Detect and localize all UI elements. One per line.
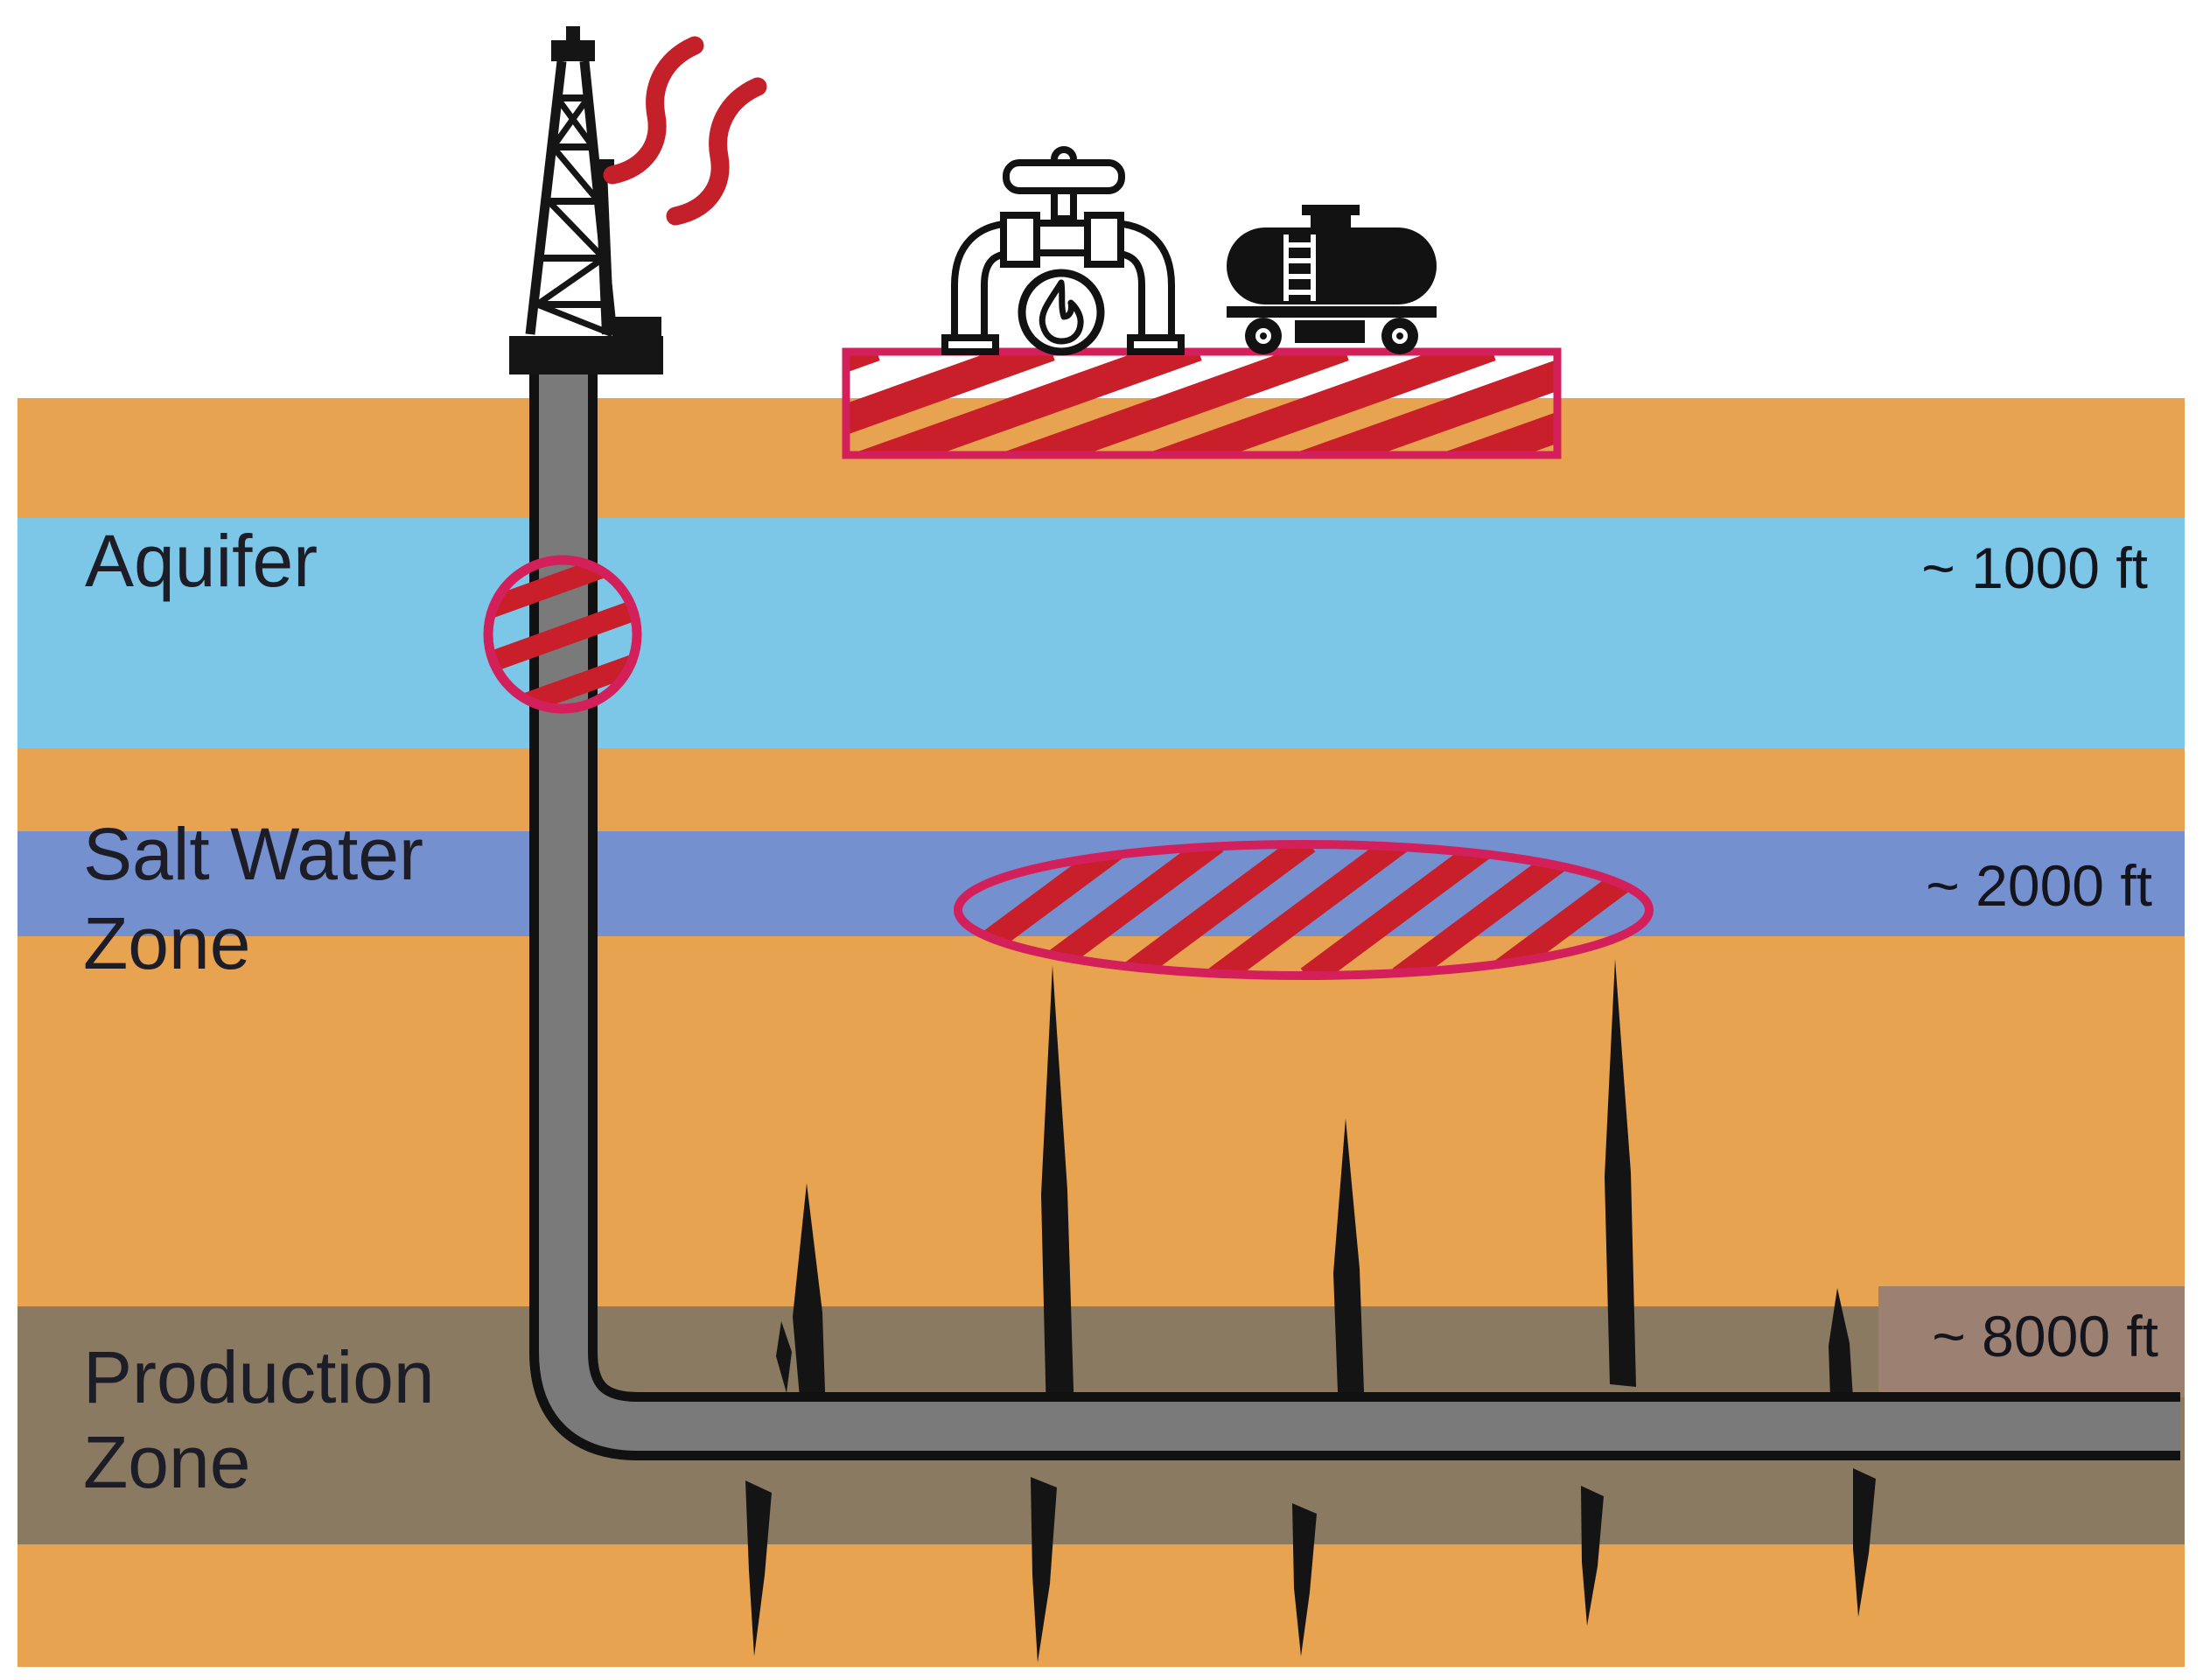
rig-base-platform xyxy=(509,336,663,374)
gas-leak-waves-icon xyxy=(603,36,767,226)
fracture xyxy=(1031,1477,1057,1662)
well-pipe-bore xyxy=(539,371,2180,1451)
fracture xyxy=(1605,959,1636,1387)
fracture xyxy=(776,1321,792,1393)
valve-handle xyxy=(1003,159,1125,194)
depth-8000ft-label: ~ 8000 ft xyxy=(1932,1304,2158,1368)
tanker-wheel xyxy=(1381,318,1418,354)
tanker-truck-icon xyxy=(1227,205,1437,354)
depth-1000ft-label: ~ 1000 ft xyxy=(1921,536,2148,600)
depth-8000-label-box xyxy=(1878,1286,2185,1397)
flame-icon xyxy=(1039,279,1084,345)
aquifer-label: Aquifer xyxy=(85,520,318,602)
geological-layers xyxy=(17,398,2185,1667)
production-label-line2: Zone xyxy=(83,1421,250,1503)
fracture xyxy=(745,1480,772,1656)
salt-water-label-line2: Zone xyxy=(83,902,250,984)
well-pipe xyxy=(529,371,2180,1460)
fracture xyxy=(1292,1503,1317,1656)
aquifer-layer xyxy=(17,518,2185,748)
fracture xyxy=(793,1183,826,1418)
fracture xyxy=(1829,1288,1853,1398)
tanker-wheel xyxy=(1245,318,1282,354)
surface-spill-hatch-rectangle xyxy=(842,347,1562,459)
aquifer-leak-hatch-circle xyxy=(483,555,642,714)
fracture xyxy=(1041,965,1074,1418)
rock-fractures xyxy=(745,959,1876,1662)
depth-2000ft-label: ~ 2000 ft xyxy=(1926,853,2152,918)
fracture xyxy=(1853,1468,1876,1617)
fracture xyxy=(1333,1118,1365,1416)
production-label-line1: Production xyxy=(83,1336,435,1418)
layer-labels: Aquifer Salt Water Zone Production Zone xyxy=(83,520,435,1503)
pipeline-valve-flame-icon xyxy=(941,146,1185,356)
tank-ladder xyxy=(1283,234,1316,301)
depth-labels: ~ 1000 ft ~ 2000 ft ~ 8000 ft xyxy=(1921,536,2158,1368)
fracture xyxy=(1581,1486,1604,1626)
salt-water-label-line1: Salt Water xyxy=(83,813,423,895)
tank-body xyxy=(1227,228,1437,304)
drilling-rig-icon xyxy=(509,26,663,374)
